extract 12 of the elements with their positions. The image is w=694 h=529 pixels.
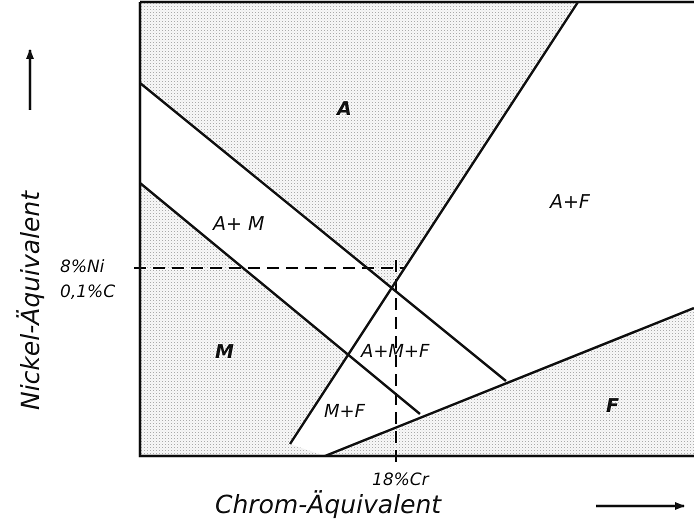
phase-label: M xyxy=(215,343,234,362)
phase-label: F xyxy=(606,397,619,416)
value-label: 0,1%C xyxy=(60,284,116,301)
phase-label: A xyxy=(337,100,352,119)
axis-title: Chrom-Äquivalent xyxy=(215,492,442,517)
axis-title: Nickel-Äquivalent xyxy=(18,190,43,410)
phase-label: A+F xyxy=(550,193,590,212)
value-label: 8%Ni xyxy=(60,259,104,276)
phase-label: A+ M xyxy=(213,215,264,234)
value-label: 18%Cr xyxy=(372,472,429,489)
phase-label: M+F xyxy=(324,403,365,421)
phase-label: A+M+F xyxy=(361,343,430,361)
